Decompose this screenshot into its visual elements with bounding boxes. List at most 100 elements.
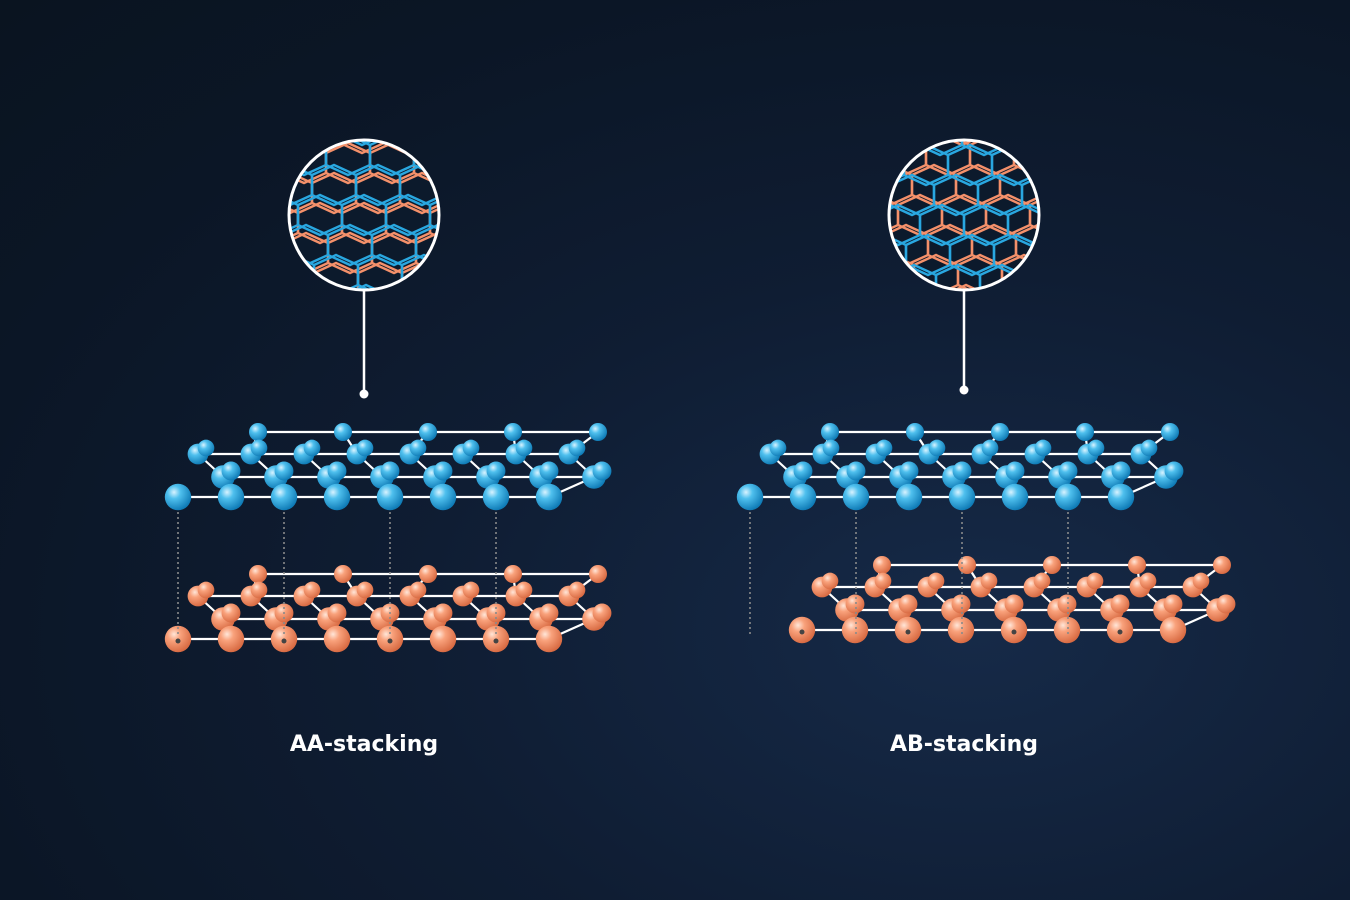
- ab-bottom-hex: [1088, 165, 1132, 205]
- aa-top-hex: [298, 283, 346, 289]
- ab-bottom-atom: [1057, 594, 1077, 614]
- ab-bottom-hex: [858, 375, 902, 415]
- ab-bottom-hex: [1254, 375, 1298, 415]
- aa-top-hex: [258, 375, 302, 415]
- aa-bottom-atom: [592, 603, 612, 623]
- aa-top-hex: [354, 75, 398, 115]
- aa-bottom-hex: [212, 293, 256, 333]
- aa-bottom-hex: [502, 143, 546, 183]
- aa-top-hex: [470, 15, 514, 55]
- ab-bottom-hex: [1058, 135, 1102, 175]
- ab-top-hex: [1122, 55, 1166, 95]
- aa-top-hex: [448, 345, 492, 385]
- ab-top-hex: [1212, 145, 1256, 185]
- ab-bottom-atom: [1192, 572, 1210, 590]
- ab-bottom-hex: [1028, 193, 1038, 237]
- aa-top-hex: [488, 165, 532, 205]
- aa-bottom-hex: [458, 143, 502, 183]
- ab-top-atom: [948, 483, 976, 511]
- ab-bottom-hex: [694, 255, 738, 295]
- ab-bottom-hex: [824, 165, 868, 205]
- aa-top-hex: [170, 375, 214, 415]
- ab-top-hex: [878, 295, 922, 335]
- ab-top-hex: [836, 385, 880, 425]
- ab-top-hex: [1114, 355, 1158, 395]
- ab-bottom-hex: [692, 165, 736, 205]
- aa-bottom-atom: [356, 581, 374, 599]
- ab-bottom-hex: [798, 315, 842, 355]
- aa-top-hex: [588, 45, 632, 85]
- aa-top-hex: [120, 105, 164, 145]
- ab-bottom-hex: [718, 15, 762, 55]
- aa-top-atom: [486, 461, 506, 481]
- ab-bottom-hex: [1210, 375, 1254, 415]
- ab-bottom-hex: [838, 135, 882, 175]
- aa-top-hex: [150, 135, 194, 175]
- aa-bottom-hex: [208, 113, 252, 153]
- ab-top-atom: [1164, 461, 1184, 481]
- ab-top-hex: [1170, 235, 1214, 275]
- aa-top-atom: [217, 483, 245, 511]
- ab-top-hex: [1084, 325, 1128, 365]
- aa-top-hex: [266, 75, 310, 115]
- aa-bottom-hex: [360, 353, 404, 393]
- ab-top-atom: [1111, 461, 1131, 481]
- ab-bottom-hex: [946, 375, 990, 415]
- aa-top-hex: [426, 15, 470, 55]
- aa-bottom-hex: [344, 293, 388, 333]
- aa-bottom-hex: [470, 23, 514, 63]
- ab-bottom-hex: [894, 15, 938, 55]
- aa-bottom-hex: [346, 383, 390, 423]
- ab-bottom-hex: [1056, 45, 1100, 85]
- aa-bottom-hex: [490, 263, 534, 303]
- ab-top-hex: [864, 325, 908, 365]
- ab-top-hex: [772, 145, 816, 185]
- aa-top-hex: [224, 165, 268, 205]
- ab-top-hex: [880, 385, 924, 425]
- aa-top-hex: [226, 255, 270, 295]
- aa-top-hex: [592, 225, 636, 265]
- ab-top-hex: [872, 25, 916, 65]
- ab-bottom-hex: [750, 135, 794, 175]
- ab-top-atom: [899, 461, 919, 481]
- aa-bottom-stack-point: [387, 638, 393, 644]
- ab-top-atom: [1140, 439, 1158, 457]
- ab-bottom-hex: [1132, 165, 1176, 205]
- aa-top-hex: [550, 315, 594, 355]
- aa-top-hex: [430, 283, 438, 289]
- aa-top-hex: [140, 345, 184, 385]
- aa-bottom-hex: [574, 83, 618, 123]
- aa-top-hex: [390, 375, 434, 415]
- ab-bottom-hex: [766, 195, 810, 235]
- ab-bottom-hex: [1146, 135, 1190, 175]
- ab-top-hex: [740, 25, 784, 65]
- aa-bottom-hex: [94, 263, 138, 303]
- ab-top-hex: [742, 115, 786, 155]
- ab-bottom-hex: [752, 225, 796, 265]
- ab-top-hex: [762, 355, 806, 395]
- aa-bottom-hex: [124, 293, 168, 333]
- ab-top-hex: [1100, 385, 1144, 425]
- aa-bottom-hex: [312, 261, 360, 289]
- aa-bottom-hex: [382, 23, 426, 63]
- aa-bottom-atom: [303, 581, 321, 599]
- ab-top-hex: [1054, 295, 1098, 335]
- aa-top-hex: [472, 105, 516, 145]
- aa-bottom-hex: [310, 83, 354, 123]
- aa-bottom-hex: [354, 83, 398, 123]
- ab-bottom-hex: [1222, 255, 1266, 295]
- ab-bottom-atom: [874, 572, 892, 590]
- aa-bottom-hex: [620, 173, 664, 213]
- aa-bottom-hex: [472, 113, 516, 153]
- aa-bottom-hex: [530, 83, 574, 123]
- ab-top-atom: [952, 461, 972, 481]
- aa-top-hex: [534, 255, 578, 295]
- aa-top-hex: [178, 75, 222, 115]
- ab-bottom-hex: [1034, 375, 1078, 415]
- aa-bottom-hex: [518, 203, 562, 243]
- aa-bottom-hex: [258, 383, 302, 423]
- ab-top-hex: [652, 25, 696, 65]
- aa-bottom-hex: [548, 233, 592, 273]
- aa-top-hex: [606, 195, 650, 235]
- ab-top-hex: [792, 385, 836, 425]
